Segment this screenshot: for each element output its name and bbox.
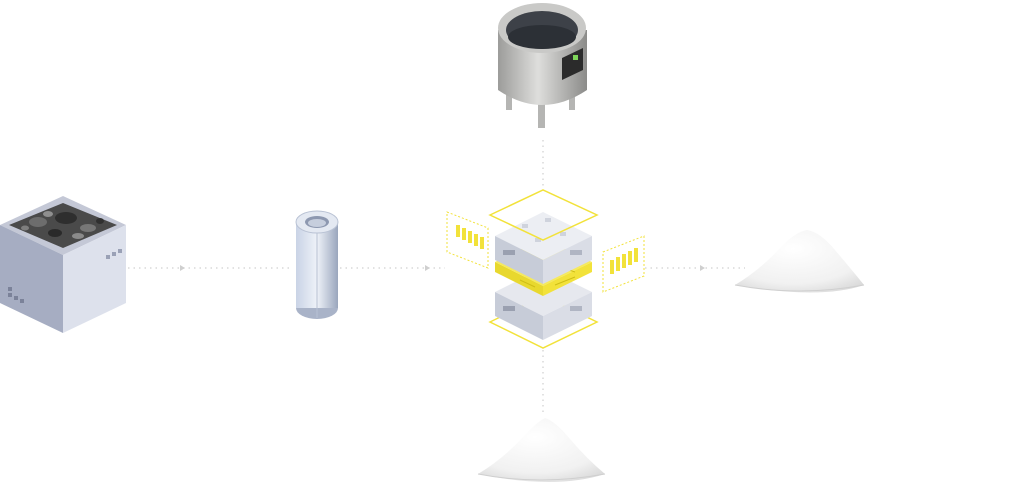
mixing-vessel-icon (498, 3, 587, 128)
connector-arrows (180, 265, 705, 271)
arrow-right-3 (700, 265, 705, 271)
processing-unit-icon (446, 189, 645, 349)
powder-pile-icon (734, 230, 865, 293)
powder-pile-icon (477, 418, 606, 482)
right-data-panel (602, 235, 645, 293)
arrow-right-1 (180, 265, 185, 271)
left-data-panel (446, 211, 489, 269)
connector-lines (128, 140, 745, 415)
sludge-tank-icon (0, 196, 126, 333)
arrow-right-2 (425, 265, 430, 271)
cylinder-filter-icon (295, 210, 339, 319)
